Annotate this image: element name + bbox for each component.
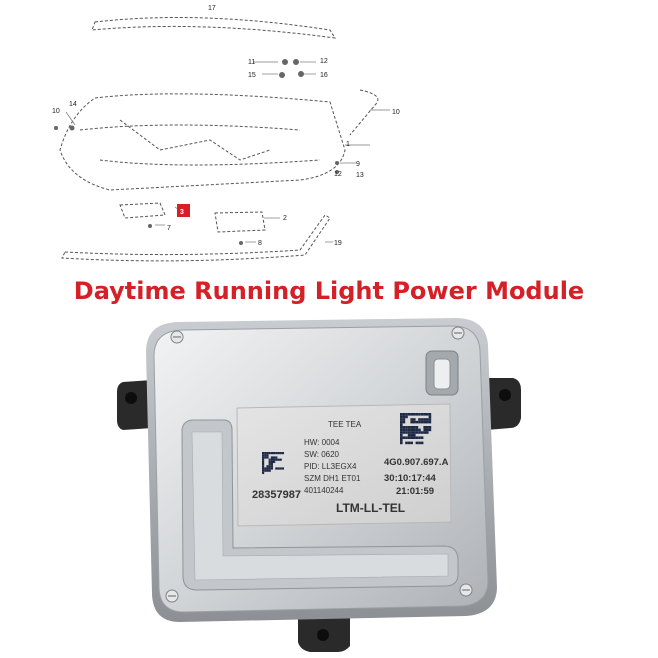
callout-14: 14	[69, 101, 77, 108]
label-code: 401140244	[304, 486, 344, 495]
callout-11: 11	[248, 59, 255, 66]
callout-10: 10	[392, 109, 400, 116]
label-time: 21:01:59	[396, 486, 434, 497]
drl-power-module-photo: TEE TEA HW: 0004 SW: 0620 PID: LL3EGX4 S…	[117, 318, 521, 652]
callout-3: 3	[180, 209, 184, 216]
label-header: TEE TEA	[328, 420, 362, 429]
label-sw: SW: 0620	[304, 450, 340, 459]
callout-16: 16	[320, 72, 328, 79]
callout-9: 9	[356, 161, 360, 168]
label-model: LTM-LL-TEL	[336, 501, 405, 515]
label-hw: HW: 0004	[304, 438, 340, 447]
callout-15: 15	[248, 72, 256, 79]
callout-1: 1	[346, 141, 350, 148]
callout-2: 2	[283, 215, 287, 222]
label-serial: 28357987	[252, 489, 301, 501]
product-title: Daytime Running Light Power Module	[73, 277, 585, 305]
callout-19: 19	[334, 240, 342, 247]
label-date: 30:10:17:44	[384, 473, 436, 484]
label-szm: SZM DH1 ET01	[304, 474, 361, 483]
qr-code-icon	[400, 413, 432, 445]
callout-7: 7	[167, 225, 171, 232]
callout-8: 8	[258, 240, 262, 247]
label-part-number: 4G0.907.697.A	[384, 457, 449, 468]
label-pid: PID: LL3EGX4	[304, 462, 357, 471]
callout-13: 13	[356, 172, 364, 179]
callout-10: 10	[52, 108, 60, 115]
callout-3-highlight	[177, 204, 190, 217]
callout-17: 17	[208, 5, 216, 12]
callout-12: 12	[320, 58, 328, 65]
qr-code-icon	[262, 452, 284, 474]
callout-12: 12	[334, 171, 342, 178]
